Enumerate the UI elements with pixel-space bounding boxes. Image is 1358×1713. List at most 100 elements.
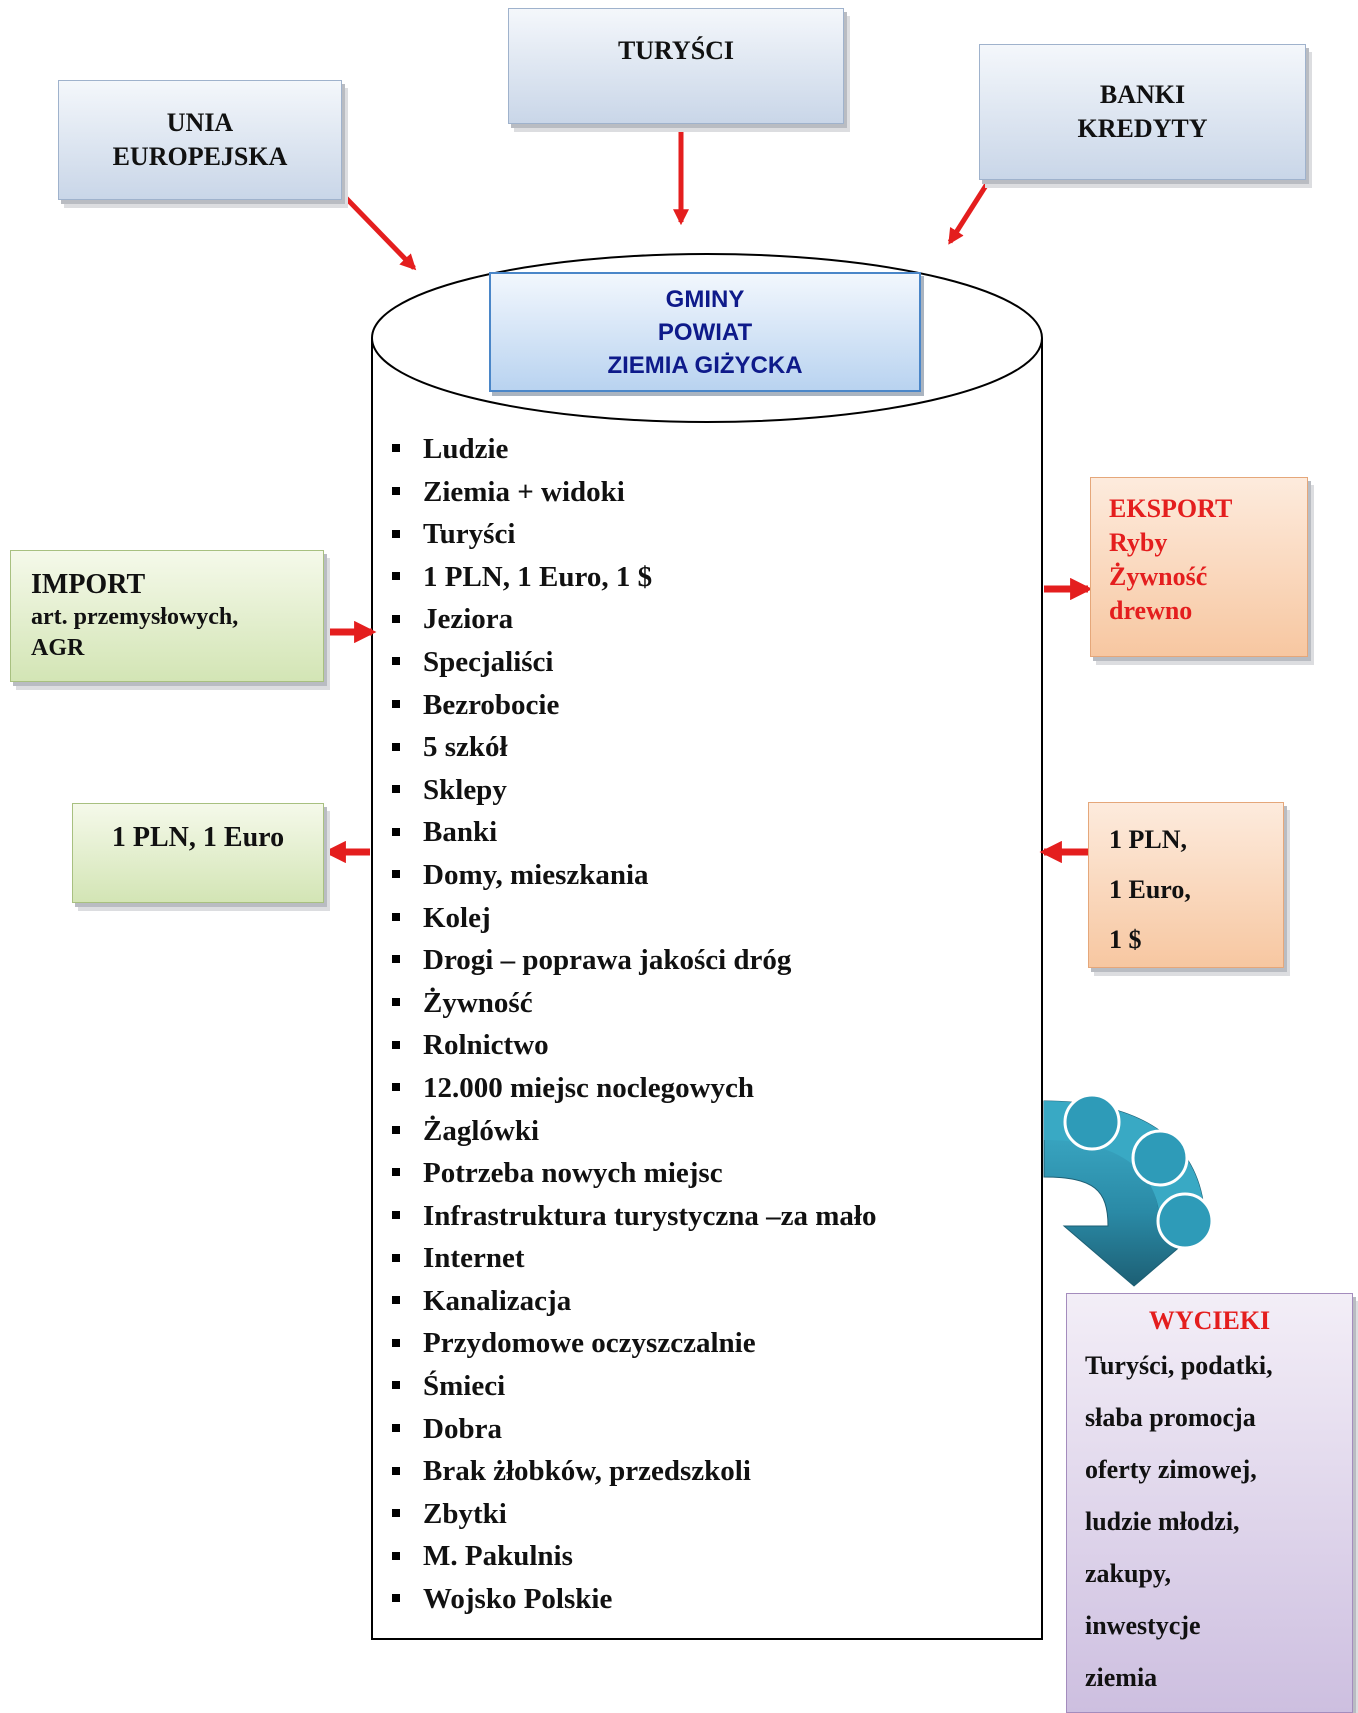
list-item: 1 PLN, 1 Euro, 1 $ — [392, 556, 876, 599]
bullet-icon — [392, 1296, 400, 1305]
cylinder-body — [371, 338, 1043, 1640]
list-item: Drogi – poprawa jakości dróg — [392, 939, 876, 982]
list-item-label: Banki — [423, 816, 498, 849]
bullet-icon — [392, 827, 400, 836]
list-item: Kolej — [392, 897, 876, 940]
turysci-label: TURYŚCI — [617, 36, 735, 65]
bullet-icon — [392, 444, 400, 453]
eksport-line-1: EKSPORT — [1109, 494, 1233, 523]
list-item-label: Ziemia + widoki — [423, 475, 625, 508]
bullet-icon — [392, 955, 400, 964]
bullet-icon — [392, 1083, 400, 1092]
list-item: Żaglówki — [392, 1110, 876, 1153]
list-item-label: Brak żłobków, przedszkoli — [423, 1455, 751, 1488]
list-item-label: Przydomowe oczyszczalnie — [423, 1327, 756, 1360]
list-item: 12.000 miejsc noclegowych — [392, 1067, 876, 1110]
list-item-label: 12.000 miejsc noclegowych — [423, 1071, 755, 1104]
bullet-icon — [392, 1125, 400, 1134]
list-item-label: Domy, mieszkania — [423, 858, 649, 891]
eksport-line-2: Ryby — [1109, 528, 1168, 557]
bullet-icon — [392, 912, 400, 921]
arrow-banki-to-center — [947, 174, 995, 245]
list-item-label: 1 PLN, 1 Euro, 1 $ — [423, 560, 653, 593]
list-item: Potrzeba nowych miejsc — [392, 1152, 876, 1195]
list-item: Domy, mieszkania — [392, 854, 876, 897]
list-item: Żywność — [392, 982, 876, 1025]
inflow-right-line-2: 1 Euro, — [1109, 875, 1191, 904]
wycieki-line-2: słaba promocja — [1085, 1403, 1256, 1432]
list-item-label: Bezrobocie — [423, 688, 560, 721]
bullet-icon — [392, 1551, 400, 1560]
bullet-icon — [392, 1509, 400, 1518]
list-item-label: Specjaliści — [423, 645, 554, 678]
list-item: Zbytki — [392, 1493, 876, 1536]
bullet-icon — [392, 1381, 400, 1390]
list-item: Sklepy — [392, 769, 876, 812]
import-line-2: AGR — [31, 635, 85, 661]
list-item-label: Dobra — [423, 1412, 502, 1445]
bullet-icon — [392, 1424, 400, 1432]
list-item: Turyści — [392, 513, 876, 556]
banki-line-1: BANKI — [1099, 80, 1186, 109]
box-unia-europejska: UNIA EUROPEJSKA — [58, 80, 342, 200]
list-item-label: Zbytki — [423, 1497, 507, 1530]
bullet-icon — [392, 1040, 400, 1049]
unia-line-1: UNIA — [166, 108, 234, 137]
list-item-label: Sklepy — [423, 773, 507, 806]
eksport-line-3: Żywność — [1109, 562, 1208, 591]
bullet-icon — [392, 1594, 400, 1603]
list-item-label: Turyści — [423, 518, 516, 551]
list-item: Śmieci — [392, 1365, 876, 1408]
list-item-label: Żaglówki — [423, 1114, 540, 1147]
list-item-label: Infrastruktura turystyczna –za mało — [423, 1199, 877, 1232]
list-item: Ludzie — [392, 428, 876, 471]
inflow-right-line-3: 1 $ — [1109, 925, 1142, 954]
list-item: Kanalizacja — [392, 1280, 876, 1323]
list-item-label: Internet — [423, 1242, 525, 1275]
unia-line-2: EUROPEJSKA — [112, 142, 288, 171]
arrow-unia-to-center — [344, 196, 417, 271]
wycieki-line-1: Turyści, podatki, — [1085, 1351, 1273, 1380]
leak-curved-arrow — [1043, 1093, 1214, 1287]
import-title: IMPORT — [31, 569, 146, 600]
list-item: Brak żłobków, przedszkoli — [392, 1450, 876, 1493]
wycieki-line-7: ziemia — [1085, 1663, 1158, 1692]
eksport-line-4: drewno — [1109, 596, 1193, 625]
list-item: Jeziora — [392, 598, 876, 641]
list-item-label: M. Pakulnis — [423, 1540, 573, 1573]
list-item-label: Ludzie — [423, 433, 509, 465]
inflow-right-line-1: 1 PLN, — [1109, 825, 1187, 854]
bullet-icon — [392, 1466, 400, 1475]
bullet-icon — [392, 1168, 400, 1177]
list-item-label: Żywność — [423, 986, 533, 1019]
center-title-line-2: POWIAT — [657, 318, 753, 346]
bullet-icon — [392, 870, 400, 879]
bullet-icon — [392, 614, 400, 623]
bullet-icon — [392, 699, 400, 708]
bullet-icon — [392, 742, 400, 751]
box-gminy-powiat: GMINY POWIAT ZIEMIA GIŻYCKA — [489, 272, 921, 392]
bullet-icon — [392, 1211, 400, 1220]
wycieki-line-4: ludzie młodzi, — [1085, 1507, 1240, 1536]
bullet-icon — [392, 529, 400, 538]
list-item: Wojsko Polskie — [392, 1578, 876, 1621]
list-item-label: Potrzeba nowych miejsc — [423, 1157, 723, 1190]
box-wycieki: WYCIEKI Turyści, podatki, słaba promocja… — [1066, 1293, 1353, 1713]
list-item: Bezrobocie — [392, 684, 876, 727]
list-item: Ziemia + widoki — [392, 471, 876, 514]
bullet-icon — [392, 998, 400, 1007]
box-eksport: EKSPORT Ryby Żywność drewno — [1090, 477, 1308, 657]
box-turysci: TURYŚCI — [508, 8, 844, 124]
list-item-label: Kolej — [423, 901, 491, 934]
bullet-icon — [392, 572, 400, 581]
list-item: 5 szkół — [392, 726, 876, 769]
list-item: Infrastruktura turystyczna –za mało — [392, 1195, 876, 1238]
bullet-icon — [392, 1338, 400, 1347]
box-banki-kredyty: BANKI KREDYTY — [979, 44, 1306, 180]
banki-line-2: KREDYTY — [1077, 114, 1208, 143]
bullet-icon — [392, 657, 400, 666]
bullet-icon — [392, 486, 400, 495]
box-outflow-left: 1 PLN, 1 Euro — [72, 803, 324, 903]
center-title-line-1: GMINY — [665, 285, 745, 313]
